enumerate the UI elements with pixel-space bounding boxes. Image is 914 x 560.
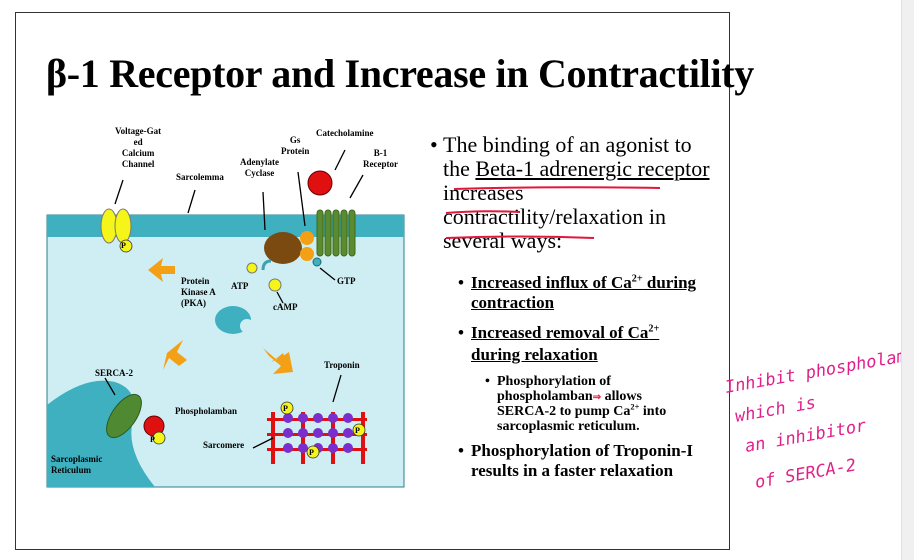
arrow-to-serca bbox=[163, 340, 187, 370]
label-phospholamban: Phospholamban bbox=[175, 406, 238, 416]
vertical-scrollbar[interactable] bbox=[901, 0, 914, 560]
label-p-channel: P bbox=[121, 241, 126, 250]
beta1-receptor-diagram: Voltage-Gat ed Calcium Channel Sarcolemm… bbox=[45, 120, 415, 505]
label-sarcolemma: Sarcolemma bbox=[176, 172, 224, 182]
arrow-to-channel bbox=[148, 258, 175, 282]
subsub-line1: Phosphorylation of bbox=[497, 374, 611, 389]
note-line1: Inhibit phospholamb bbox=[723, 344, 914, 397]
subsub-line4: sarcoplasmic reticulum. bbox=[497, 419, 640, 434]
sub1-line1: Increased influx of Ca2+ during bbox=[471, 273, 697, 292]
camp-shape bbox=[268, 278, 282, 292]
label-sarcomere: Sarcomere bbox=[203, 440, 245, 450]
label-p-phospholamban: P bbox=[150, 435, 155, 444]
label-pointers bbox=[104, 149, 364, 449]
label-p-troponin-2: P bbox=[355, 426, 360, 435]
label-sarcoplasmic-reticulum: Sarcoplasmic Reticulum bbox=[51, 454, 103, 475]
note-line4: of SERCA-2 bbox=[753, 455, 857, 492]
label-serca2: SERCA-2 bbox=[95, 368, 134, 378]
catecholamine-shape bbox=[307, 170, 333, 196]
bullet1-line2: the Beta-1 adrenergic receptor bbox=[443, 156, 710, 181]
label-voltage-gated: Voltage-Gat ed Calcium Channel bbox=[115, 126, 162, 169]
bullet-marker-4: • bbox=[485, 374, 490, 389]
note-line2: which is bbox=[733, 393, 817, 427]
slide-title: β-1 Receptor and Increase in Contractili… bbox=[46, 51, 755, 96]
label-p-troponin-3: P bbox=[309, 448, 314, 457]
beta1-receptor-shape bbox=[316, 209, 356, 257]
arrow-to-troponin bbox=[263, 348, 293, 374]
label-pka: Protein Kinase A (PKA) bbox=[181, 276, 216, 308]
sub3-line1: Phosphorylation of Troponin-I bbox=[471, 441, 694, 460]
label-atp: ATP bbox=[231, 281, 249, 291]
adenylate-cyclase-shape bbox=[264, 232, 302, 264]
label-troponin: Troponin bbox=[324, 360, 360, 370]
sub1-line2: contraction bbox=[471, 293, 555, 312]
sarcolemma-membrane bbox=[47, 215, 404, 237]
label-b1-receptor: B-1 Receptor bbox=[363, 148, 398, 169]
bullet1-line5: several ways: bbox=[443, 228, 563, 253]
sub2-line2: during relaxation bbox=[471, 345, 598, 364]
sub2-line1: Increased removal of Ca2+ bbox=[471, 323, 660, 342]
label-p-troponin-1: P bbox=[283, 404, 288, 413]
label-camp: cAMP bbox=[273, 302, 298, 312]
bullet-marker-3: • bbox=[458, 323, 464, 342]
label-catecholamine: Catecholamine bbox=[316, 128, 374, 138]
subsub-line2: phospholamban⇒ allows bbox=[497, 389, 642, 404]
label-gtp: GTP bbox=[337, 276, 356, 286]
bullet-marker-5: • bbox=[458, 441, 464, 460]
sub3-line2: results in a faster relaxation bbox=[471, 461, 674, 480]
bullet1-line3: increases bbox=[443, 180, 524, 205]
diagram-svg bbox=[46, 149, 405, 488]
gs-protein-shape bbox=[300, 231, 314, 245]
label-adenylate-cyclase: Adenylate Cyclase bbox=[240, 157, 279, 178]
bullet-marker-2: • bbox=[458, 273, 464, 292]
serca2-shape bbox=[106, 393, 142, 439]
label-gs-protein: Gs Protein bbox=[281, 135, 310, 156]
bullet1-line1: The binding of an agonist to bbox=[443, 132, 692, 157]
bullet-marker-1: • bbox=[430, 132, 438, 157]
bullet1-line4: contractility/relaxation in bbox=[443, 204, 666, 229]
calcium-channel-shape bbox=[100, 208, 133, 253]
subsub-line3: SERCA-2 to pump Ca2+ into bbox=[497, 402, 667, 419]
